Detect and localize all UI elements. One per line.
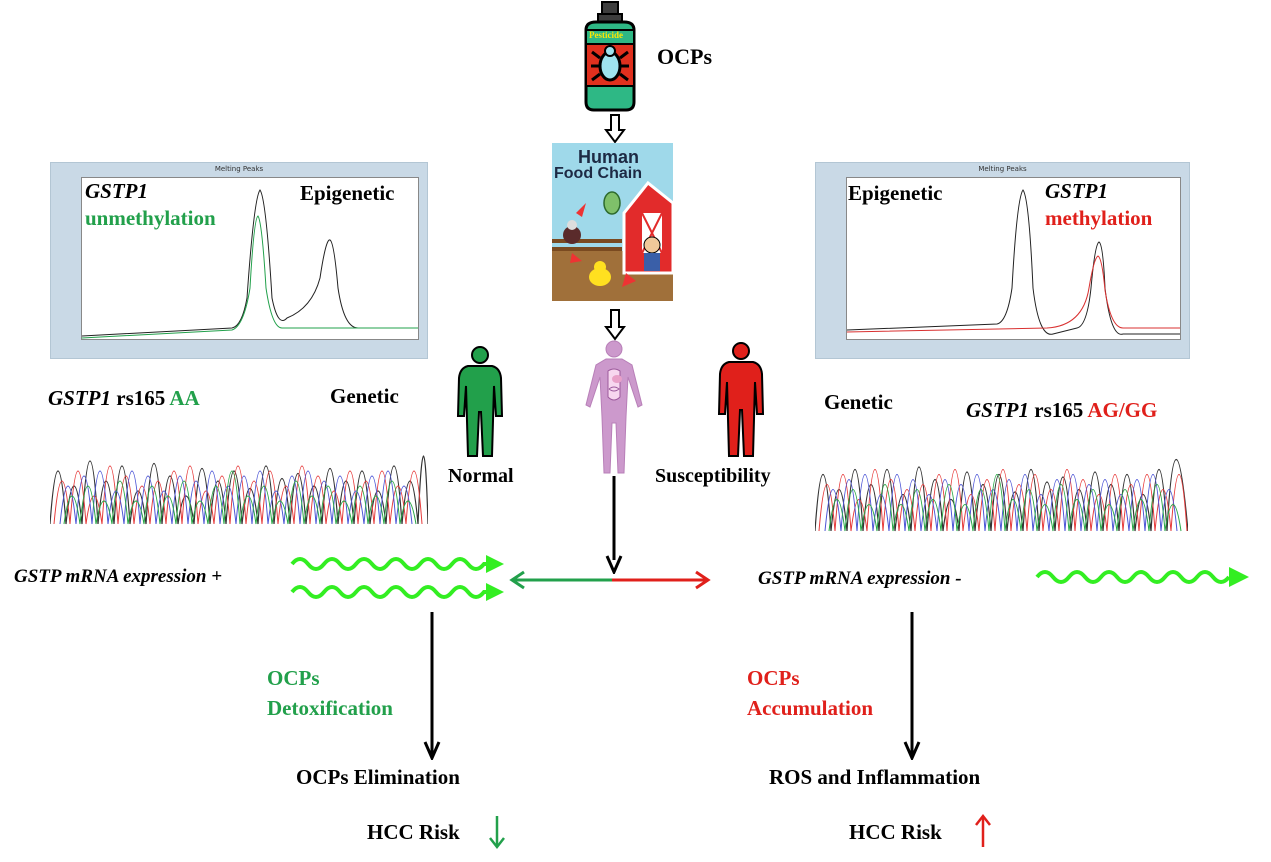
- mrna-wave-icon: [1035, 567, 1249, 587]
- left-status: unmethylation: [85, 206, 216, 230]
- left-snp-gene: GSTP1: [48, 386, 111, 410]
- ocps-label: OCPs: [657, 44, 712, 69]
- susceptibility-label: Susceptibility: [655, 465, 771, 487]
- right-snp-id: rs165: [1034, 398, 1084, 422]
- left-risk-label: HCC Risk: [367, 820, 460, 844]
- bidirectional-arrow: [509, 570, 711, 590]
- food-chain-image: Human Food Chain: [552, 143, 673, 301]
- left-outcome-line1: OCPs: [267, 666, 320, 690]
- left-arrow-down: [423, 612, 441, 760]
- left-snp-label: GSTP1 rs165 AA: [48, 386, 200, 411]
- mrna-wave-icon: [290, 555, 504, 601]
- food-chain-title-2: Food Chain: [554, 165, 642, 182]
- left-chromatogram: [49, 378, 429, 526]
- left-epigenetic-label: Epigenetic: [300, 181, 395, 205]
- right-status: methylation: [1045, 206, 1153, 230]
- right-genotype: AG/GG: [1087, 398, 1158, 422]
- left-genetic-label: Genetic: [330, 384, 399, 408]
- right-outcome-line1: OCPs: [747, 666, 800, 690]
- human-body-icon: [585, 340, 643, 474]
- right-chromatogram: [814, 378, 1189, 533]
- left-genotype: AA: [169, 386, 200, 410]
- central-arrow-down: [605, 476, 623, 574]
- plot-title: Melting Peaks: [978, 165, 1027, 173]
- left-result: OCPs Elimination: [296, 765, 460, 789]
- right-risk-label: HCC Risk: [849, 820, 942, 844]
- right-melting-plot: Melting Peaks: [815, 162, 1190, 359]
- left-outcome-line2: Detoxification: [267, 696, 393, 720]
- right-outcome-line2: Accumulation: [747, 696, 873, 720]
- left-melting-plot: Melting Peaks: [50, 162, 428, 359]
- normal-label: Normal: [448, 465, 514, 487]
- right-epigenetic-label: Epigenetic: [848, 181, 943, 205]
- arrow-down-icon: [489, 816, 505, 850]
- left-snp-id: rs165: [116, 386, 166, 410]
- arrow-up-icon: [975, 813, 991, 847]
- hollow-arrow-down-icon: [604, 114, 626, 144]
- right-snp-gene: GSTP1: [966, 398, 1029, 422]
- hollow-arrow-down-icon: [604, 309, 626, 341]
- right-expression-text: GSTP mRNA expression -: [758, 568, 962, 589]
- susceptible-person-icon: [717, 342, 765, 457]
- plot-title: Melting Peaks: [214, 165, 264, 173]
- pesticide-bottle-icon: [584, 1, 636, 112]
- right-genetic-label: Genetic: [824, 390, 893, 414]
- right-result: ROS and Inflammation: [769, 765, 981, 789]
- left-expression-text: GSTP mRNA expression +: [14, 566, 223, 587]
- bottle-label: Pesticide: [589, 30, 623, 40]
- food-chain-title-1: Human: [578, 147, 640, 167]
- right-snp-label: GSTP1 rs165 AG/GG: [966, 398, 1157, 423]
- left-gene-name: GSTP1: [85, 179, 148, 203]
- right-arrow-down: [903, 612, 921, 760]
- right-gene-name: GSTP1: [1045, 179, 1108, 203]
- normal-person-icon: [456, 346, 504, 457]
